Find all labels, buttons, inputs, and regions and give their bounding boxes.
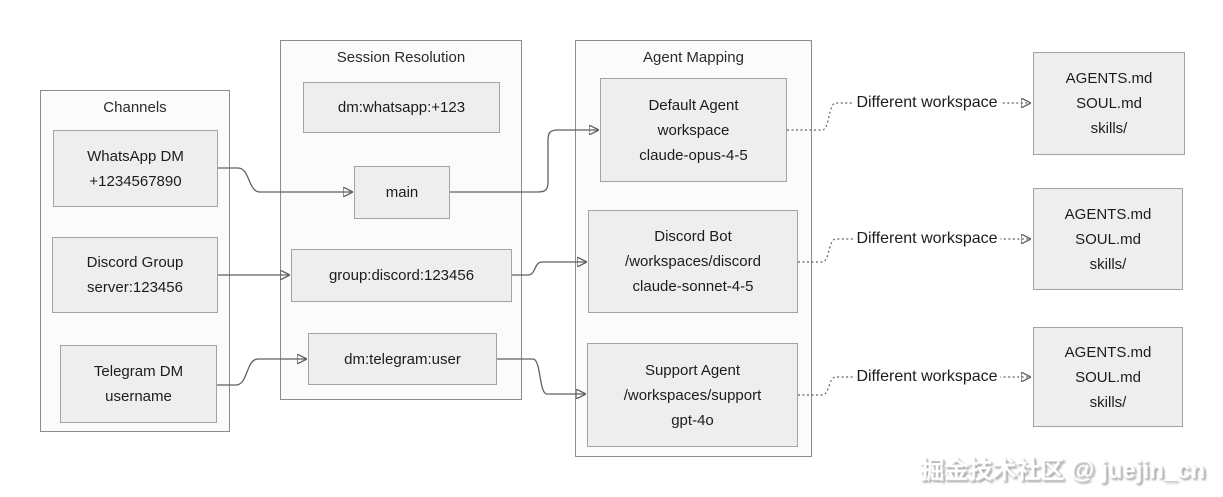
node-default-agent: Default Agent workspace claude-opus-4-5 <box>600 78 787 182</box>
node-dm-whatsapp-session-label: dm:whatsapp:+123 <box>337 99 466 116</box>
node-support-agent: Support Agent /workspaces/support gpt-4o <box>587 343 798 447</box>
node-workspace-1-line2: SOUL.md <box>1076 95 1142 112</box>
node-dm-telegram-session: dm:telegram:user <box>308 333 497 385</box>
node-default-agent-line3: claude-opus-4-5 <box>639 146 748 164</box>
channels-group-title: Channels <box>103 99 167 116</box>
node-workspace-2-line3: skills/ <box>1089 255 1127 273</box>
node-whatsapp-dm-line1: WhatsApp DM <box>87 147 184 165</box>
node-default-agent-line1: Default Agent <box>648 96 739 114</box>
node-discord-bot-line3: claude-sonnet-4-5 <box>632 278 754 295</box>
node-workspace-3-line1: AGENTS.md <box>1064 343 1152 361</box>
node-telegram-dm-line1: Telegram DM <box>93 363 184 380</box>
node-default-agent-line2: workspace <box>657 121 730 139</box>
node-telegram-dm: Telegram DM username <box>60 345 217 423</box>
node-workspace-3: AGENTS.md SOUL.md skills/ <box>1033 327 1183 427</box>
node-group-discord-session-label: group:discord:123456 <box>328 267 475 284</box>
node-telegram-dm-line2: username <box>105 388 172 405</box>
node-workspace-2: AGENTS.md SOUL.md skills/ <box>1033 188 1183 290</box>
edge-label-different-workspace-3: Different workspace <box>853 368 1001 386</box>
node-group-discord-session: group:discord:123456 <box>291 249 512 302</box>
node-workspace-2-line1: AGENTS.md <box>1064 205 1152 223</box>
juejin-watermark: 掘金技术社区 @ juejin_cn <box>920 457 1205 484</box>
edge-label-different-workspace-1: Different workspace <box>853 94 1001 112</box>
node-workspace-3-line3: skills/ <box>1089 393 1127 411</box>
node-discord-group: Discord Group server:123456 <box>52 237 218 313</box>
node-support-agent-line1: Support Agent <box>644 361 741 379</box>
node-workspace-2-line2: SOUL.md <box>1075 230 1141 248</box>
node-discord-group-line2: server:123456 <box>87 279 183 296</box>
node-discord-group-line1: Discord Group <box>86 254 184 271</box>
node-workspace-1: AGENTS.md SOUL.md skills/ <box>1033 52 1185 155</box>
node-main-session: main <box>354 166 450 219</box>
node-discord-bot: Discord Bot /workspaces/discord claude-s… <box>588 210 798 313</box>
node-discord-bot-line2: /workspaces/discord <box>625 253 761 270</box>
node-support-agent-line2: /workspaces/support <box>623 386 762 404</box>
node-discord-bot-line1: Discord Bot <box>654 228 732 245</box>
node-dm-whatsapp-session: dm:whatsapp:+123 <box>303 82 500 133</box>
node-dm-telegram-session-label: dm:telegram:user <box>344 350 461 368</box>
edge-label-different-workspace-2: Different workspace <box>853 230 1001 248</box>
node-whatsapp-dm: WhatsApp DM +1234567890 <box>53 130 218 207</box>
node-main-session-label: main <box>385 184 419 201</box>
node-workspace-1-line1: AGENTS.md <box>1065 70 1153 87</box>
node-workspace-1-line3: skills/ <box>1090 120 1128 137</box>
session-resolution-group-title: Session Resolution <box>336 49 466 66</box>
node-workspace-3-line2: SOUL.md <box>1075 368 1141 386</box>
node-support-agent-line3: gpt-4o <box>671 411 714 429</box>
node-whatsapp-dm-line2: +1234567890 <box>89 172 182 190</box>
agent-mapping-group-title: Agent Mapping <box>643 49 744 66</box>
